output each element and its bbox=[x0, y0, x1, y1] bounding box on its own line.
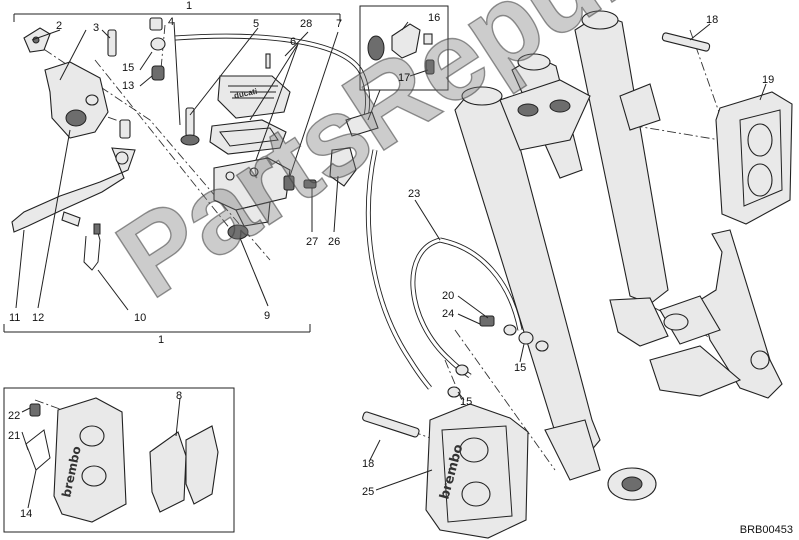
caliper-detail-inset: brembo bbox=[3, 387, 235, 533]
callout-14: 14 bbox=[20, 508, 33, 520]
callout-9: 9 bbox=[264, 310, 271, 322]
callout-18-bottom: 18 bbox=[362, 458, 375, 470]
master-cylinder-body bbox=[23, 27, 109, 139]
callout-27: 27 bbox=[306, 236, 319, 248]
callout-20: 20 bbox=[442, 290, 455, 302]
callout-28: 28 bbox=[300, 18, 313, 30]
callout-23: 23 bbox=[408, 188, 421, 200]
main-brake-hose bbox=[365, 149, 432, 390]
hose-guide-inset bbox=[359, 5, 449, 121]
front-fork bbox=[454, 10, 669, 501]
callout-26: 26 bbox=[328, 236, 341, 248]
brake-lever bbox=[11, 147, 136, 233]
right-brake-caliper bbox=[661, 32, 793, 225]
callout-24: 24 bbox=[442, 308, 455, 320]
callout-6: 6 bbox=[290, 36, 297, 48]
reservoir-screws bbox=[180, 53, 295, 240]
lower-brake-caliper: brembo bbox=[362, 403, 529, 539]
group-1-bracket-top bbox=[13, 13, 341, 22]
callout-1-bottom: 1 bbox=[158, 334, 165, 346]
callout-21: 21 bbox=[8, 430, 21, 442]
group-1-bracket-bottom bbox=[3, 324, 311, 333]
callout-1-top: 1 bbox=[186, 0, 193, 12]
callout-15-upper: 15 bbox=[122, 62, 135, 74]
reservoir-hose bbox=[174, 33, 379, 137]
callout-2: 2 bbox=[56, 20, 63, 32]
fluid-reservoir-body bbox=[213, 157, 291, 227]
callout-11: 11 bbox=[9, 312, 21, 324]
fluid-reservoir-cap bbox=[217, 75, 291, 119]
callout-25: 25 bbox=[362, 486, 375, 498]
callout-12: 12 bbox=[32, 312, 45, 324]
callout-17: 17 bbox=[398, 72, 411, 84]
callout-4: 4 bbox=[168, 16, 175, 28]
small-fittings bbox=[107, 17, 166, 139]
fork-bottom-bracket bbox=[649, 229, 783, 399]
callout-7: 7 bbox=[336, 18, 343, 30]
callout-10: 10 bbox=[134, 312, 147, 324]
diagram-code: BRB00453 bbox=[739, 524, 793, 536]
callout-8: 8 bbox=[176, 390, 183, 402]
callout-15-mid: 15 bbox=[514, 362, 527, 374]
callout-13: 13 bbox=[122, 80, 135, 92]
banjo-fittings bbox=[447, 315, 549, 398]
callout-18-top: 18 bbox=[706, 14, 719, 26]
brake-switch-wire bbox=[61, 211, 101, 271]
callout-15-lower: 15 bbox=[460, 396, 473, 408]
callout-3: 3 bbox=[93, 22, 100, 34]
callout-22: 22 bbox=[8, 410, 21, 422]
callout-5: 5 bbox=[253, 18, 260, 30]
callout-19: 19 bbox=[762, 74, 775, 86]
hose-clip-and-bolt bbox=[303, 147, 357, 189]
callout-16: 16 bbox=[428, 12, 441, 24]
callout-leader-lines bbox=[15, 21, 767, 509]
